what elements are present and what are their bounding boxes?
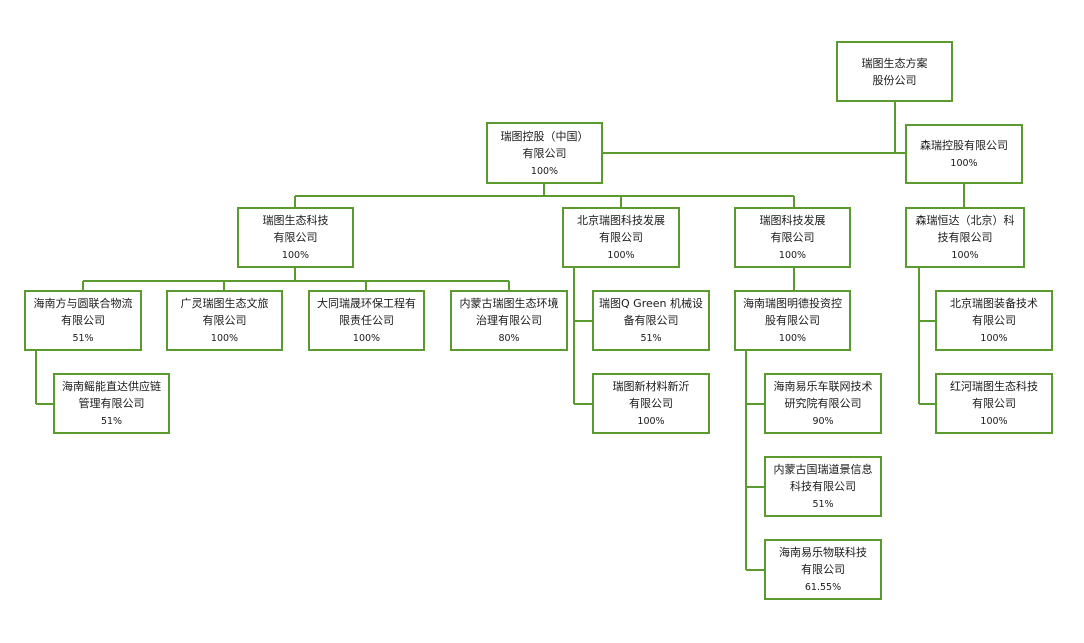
node-ruitu-eco-tech: 瑞图生态科技有限公司 100% [237, 207, 354, 268]
node-datong-env-engineering: 大同瑞晟环保工程有限责任公司 100% [308, 290, 425, 351]
node-percentage: 90% [812, 416, 834, 427]
node-name: 森瑞恒达（北京）科技有限公司 [915, 214, 1015, 244]
node-name: 北京瑞图科技发展有限公司 [577, 214, 665, 244]
node-neimenggu-info-tech: 内蒙古国瑞道景信息科技有限公司 51% [764, 456, 882, 517]
node-hainan-iot-tech: 海南易乐物联科技有限公司 61.55% [764, 539, 882, 600]
node-guangling-tourism: 广灵瑞图生态文旅有限公司 100% [166, 290, 283, 351]
node-percentage: 100% [778, 333, 807, 344]
node-ruitu-tech-dev: 瑞图科技发展有限公司 100% [734, 207, 851, 268]
node-hainan-mingde-investment: 海南瑞图明德投资控股有限公司 100% [734, 290, 851, 351]
node-percentage: 100% [352, 333, 381, 344]
node-name: 瑞图生态方案股份公司 [861, 56, 928, 87]
node-ruitu-eco-solutions: 瑞图生态方案股份公司 [836, 41, 953, 102]
node-hainan-supply-chain: 海南鳐能直达供应链管理有限公司 51% [53, 373, 170, 434]
node-name: 海南鳐能直达供应链管理有限公司 [62, 380, 161, 410]
node-name: 内蒙古国瑞道景信息科技有限公司 [773, 463, 873, 493]
node-name: 红河瑞图生态科技有限公司 [950, 380, 1038, 410]
node-percentage: 100% [951, 250, 979, 261]
node-percentage: 100% [778, 250, 807, 261]
node-name: 海南瑞图明德投资控股有限公司 [743, 297, 842, 327]
node-percentage: 100% [210, 333, 239, 344]
node-beijing-ruitu-tech-dev: 北京瑞图科技发展有限公司 100% [562, 207, 680, 268]
node-percentage: 51% [812, 499, 834, 510]
node-name: 北京瑞图装备技术有限公司 [950, 297, 1038, 327]
node-percentage: 51% [100, 416, 123, 427]
node-beijing-equipment-tech: 北京瑞图装备技术有限公司 100% [935, 290, 1053, 351]
node-name: 大同瑞晟环保工程有限责任公司 [317, 297, 416, 327]
node-ruitu-qgreen-machinery: 瑞图Q Green 机械设备有限公司 51% [592, 290, 710, 351]
node-hainan-fangyu-logistics: 海南方与圆联合物流有限公司 51% [24, 290, 142, 351]
node-percentage: 100% [637, 416, 665, 427]
node-neimenggu-env-governance: 内蒙古瑞图生态环境治理有限公司 80% [450, 290, 568, 351]
node-percentage: 61.55% [804, 582, 842, 593]
node-ruitu-new-material: 瑞图新材料新沂有限公司 100% [592, 373, 710, 434]
node-hainan-iov-institute: 海南易乐车联网技术研究院有限公司 90% [764, 373, 882, 434]
node-percentage: 100% [980, 416, 1008, 427]
node-name: 海南易乐物联科技有限公司 [779, 546, 867, 576]
node-percentage: 100% [530, 165, 559, 177]
node-percentage: 80% [498, 333, 520, 344]
node-percentage: 100% [950, 158, 978, 169]
node-name: 内蒙古瑞图生态环境治理有限公司 [459, 297, 559, 327]
node-name: 瑞图生态科技有限公司 [262, 214, 329, 244]
node-percentage: 100% [281, 250, 310, 261]
node-name: 海南易乐车联网技术研究院有限公司 [773, 380, 873, 410]
node-name: 瑞图新材料新沂有限公司 [612, 380, 690, 410]
node-senrui-holding: 森瑞控股有限公司 100% [905, 124, 1023, 184]
node-name: 广灵瑞图生态文旅有限公司 [180, 297, 269, 327]
node-name: 瑞图Q Green 机械设备有限公司 [599, 297, 703, 327]
node-name: 海南方与圆联合物流有限公司 [33, 297, 133, 327]
node-percentage: 51% [72, 333, 94, 344]
node-percentage: 51% [640, 333, 662, 344]
node-name: 森瑞控股有限公司 [920, 139, 1008, 152]
node-name: 瑞图科技发展有限公司 [759, 214, 826, 244]
node-senrui-hengda: 森瑞恒达（北京）科技有限公司 100% [905, 207, 1025, 268]
node-name: 瑞图控股（中国）有限公司 [500, 129, 589, 160]
node-ruitu-holding-china: 瑞图控股（中国）有限公司 100% [486, 122, 603, 184]
node-percentage: 100% [607, 250, 635, 261]
node-percentage: 100% [980, 333, 1008, 344]
node-honghe-eco-tech: 红河瑞图生态科技有限公司 100% [935, 373, 1053, 434]
